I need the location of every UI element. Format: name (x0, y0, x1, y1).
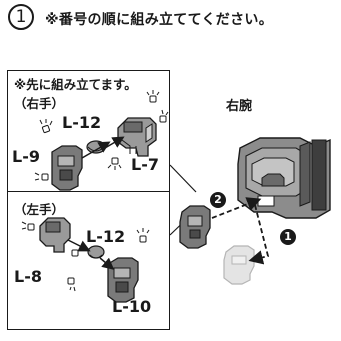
right-l12-part (117, 117, 157, 157)
left-hand-parts-illustration (21, 217, 150, 303)
left-hand-label: （左手） (14, 202, 65, 217)
step-number-circle: 1 (8, 4, 34, 30)
part-label-right-l9: L-9 (12, 147, 40, 166)
step-1-marker (280, 229, 296, 245)
callout-line-top (169, 164, 197, 193)
left-l10-thumb-part (87, 245, 105, 259)
step-1-marker-label: 1 (284, 230, 292, 243)
right-hand-label: （右手） (14, 96, 65, 111)
step-2-marker-label: 2 (214, 193, 222, 206)
left-l12-part (39, 217, 71, 253)
left-l10-part (107, 257, 139, 303)
attaching-hand-part (179, 205, 211, 249)
part-label-right-l12: L-12 (62, 113, 102, 132)
right-hand-parts-illustration (34, 90, 169, 191)
right-l9-part (51, 145, 83, 191)
right-arm-label: 右腕 (226, 99, 253, 114)
ghost-hand-part (223, 245, 255, 285)
step-number: 1 (15, 6, 27, 27)
part-label-left-l12: L-12 (86, 227, 126, 246)
pre-assembly-inset: ※先に組み立てます。 （右手） （左手） L-12 L-9 L-7 L-12 L… (7, 70, 170, 330)
step-2-arrow (211, 197, 262, 219)
inset-title: ※先に組み立てます。 (14, 77, 137, 92)
step-2-marker (210, 192, 226, 208)
step-1-arrow (248, 204, 270, 265)
assembly-instruction: ※番号の順に組み立ててください。 (45, 12, 273, 28)
inset-divider (8, 191, 169, 192)
part-label-left-l8: L-8 (14, 267, 42, 286)
right-arm-part (237, 137, 331, 219)
part-label-right-l7: L-7 (131, 155, 159, 174)
